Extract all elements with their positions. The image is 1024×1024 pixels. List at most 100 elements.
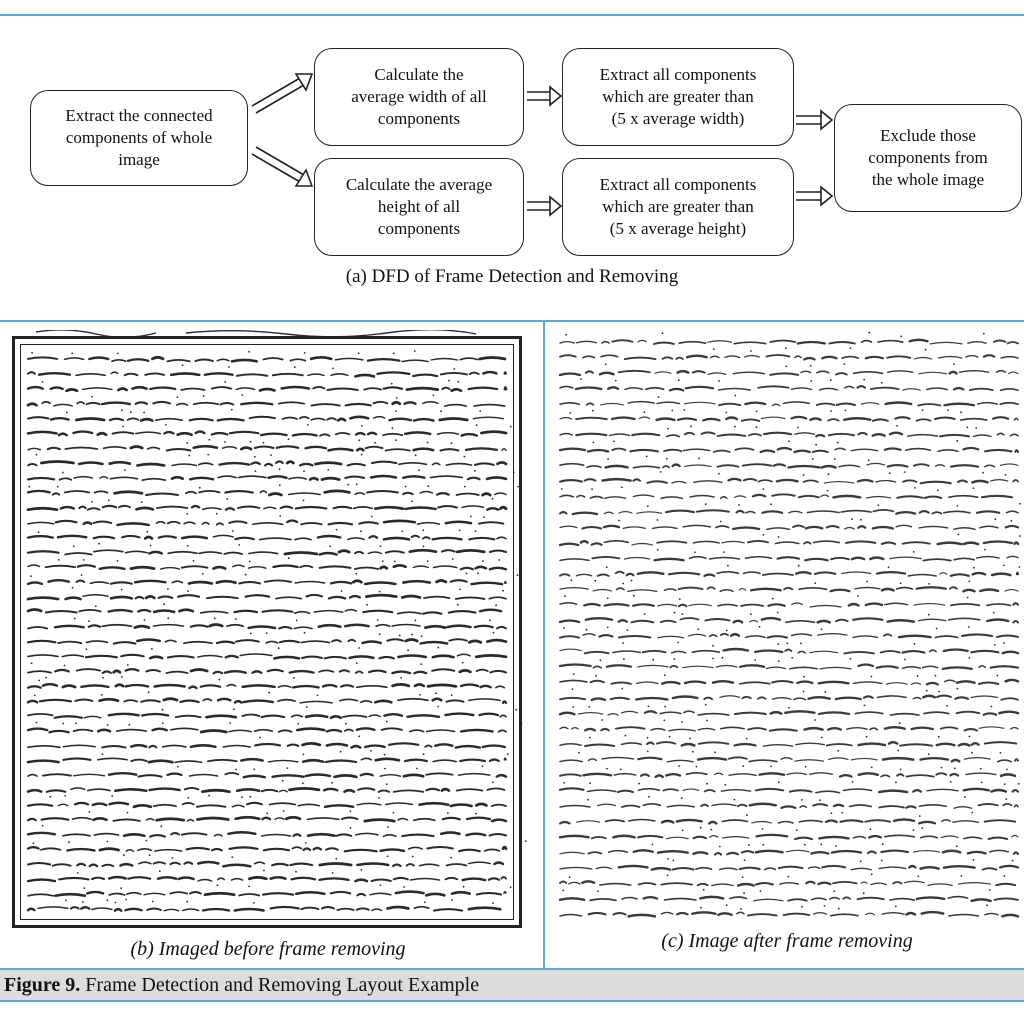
script-dot xyxy=(358,647,360,649)
script-stroke xyxy=(827,418,840,422)
script-stroke xyxy=(327,447,354,452)
script-dot xyxy=(167,588,169,590)
script-stroke xyxy=(585,402,595,406)
script-dot xyxy=(927,613,930,616)
script-stroke xyxy=(444,520,473,525)
script-stroke xyxy=(165,670,189,674)
script-stroke xyxy=(482,370,498,375)
script-stroke xyxy=(64,552,93,556)
script-stroke xyxy=(941,849,962,854)
script-stroke xyxy=(273,655,301,660)
script-stroke xyxy=(744,556,773,560)
node-average-height: Calculate the average height of all comp… xyxy=(314,158,524,256)
script-dot xyxy=(491,497,494,500)
script-dot xyxy=(515,708,518,711)
script-dot xyxy=(787,875,790,878)
script-stroke xyxy=(850,556,866,561)
script-stroke xyxy=(742,477,758,482)
script-dot xyxy=(401,530,404,533)
script-dot xyxy=(126,664,129,666)
script-dot xyxy=(727,564,729,567)
script-stroke xyxy=(617,619,628,623)
script-dot xyxy=(241,394,244,396)
script-stroke xyxy=(167,550,198,555)
script-stroke xyxy=(426,846,454,850)
script-stroke xyxy=(1012,620,1019,624)
script-dot xyxy=(630,579,633,582)
script-stroke xyxy=(197,654,223,658)
script-stroke xyxy=(241,684,276,689)
script-dot xyxy=(88,620,90,622)
script-stroke xyxy=(977,802,999,807)
script-dot xyxy=(955,845,958,848)
script-stroke xyxy=(967,340,987,344)
script-dot xyxy=(626,629,629,631)
script-dot xyxy=(803,843,806,846)
script-stroke xyxy=(226,623,245,628)
script-dot xyxy=(379,545,382,547)
script-stroke xyxy=(765,354,791,358)
script-stroke xyxy=(751,820,772,824)
script-stroke xyxy=(840,509,872,513)
script-stroke xyxy=(215,640,236,645)
script-stroke xyxy=(27,893,55,897)
script-dot xyxy=(278,484,281,487)
script-dot xyxy=(743,892,745,895)
script-stroke xyxy=(1014,449,1020,453)
script-dot xyxy=(385,720,388,723)
script-stroke xyxy=(369,892,392,896)
script-dot xyxy=(404,485,407,488)
script-stroke xyxy=(693,480,723,484)
script-stroke xyxy=(148,550,164,555)
script-stroke xyxy=(857,742,887,747)
script-stroke xyxy=(682,665,714,669)
script-dot xyxy=(599,659,602,662)
script-stroke xyxy=(27,416,50,420)
script-stroke xyxy=(185,846,210,851)
script-stroke xyxy=(1013,541,1020,546)
script-stroke xyxy=(98,697,120,703)
script-stroke xyxy=(895,510,917,515)
script-stroke xyxy=(775,478,799,483)
script-dot xyxy=(358,439,361,442)
script-stroke xyxy=(589,495,604,499)
script-stroke xyxy=(625,572,635,577)
script-dot xyxy=(613,440,615,443)
script-stroke xyxy=(47,578,71,583)
script-stroke xyxy=(201,788,231,794)
script-stroke xyxy=(293,610,311,615)
script-stroke xyxy=(989,479,1009,482)
script-stroke xyxy=(657,603,678,607)
script-stroke xyxy=(37,906,69,910)
script-dot xyxy=(295,619,298,622)
script-stroke xyxy=(157,595,174,599)
script-stroke xyxy=(81,387,113,391)
script-dot xyxy=(964,796,966,799)
script-stroke xyxy=(986,618,1010,623)
script-dot xyxy=(306,424,309,426)
script-stroke xyxy=(910,726,935,731)
script-dot xyxy=(992,611,995,614)
script-dot xyxy=(277,647,280,650)
script-stroke xyxy=(823,481,855,484)
script-stroke xyxy=(697,712,730,716)
script-stroke xyxy=(559,913,583,917)
script-stroke xyxy=(499,714,507,718)
script-stroke xyxy=(151,727,168,732)
script-stroke xyxy=(587,851,603,855)
script-stroke xyxy=(676,369,690,374)
script-stroke xyxy=(796,340,827,345)
script-stroke xyxy=(612,650,641,654)
script-stroke xyxy=(66,847,96,852)
script-stroke xyxy=(883,633,893,637)
script-stroke xyxy=(262,357,284,361)
script-stroke xyxy=(803,356,816,361)
script-dot xyxy=(814,582,817,585)
script-stroke xyxy=(431,697,443,702)
script-dot xyxy=(71,586,74,589)
script-stroke xyxy=(139,417,154,422)
script-dot xyxy=(606,767,608,770)
script-stroke xyxy=(683,431,695,436)
script-stroke xyxy=(819,666,852,670)
script-dot xyxy=(689,737,691,740)
